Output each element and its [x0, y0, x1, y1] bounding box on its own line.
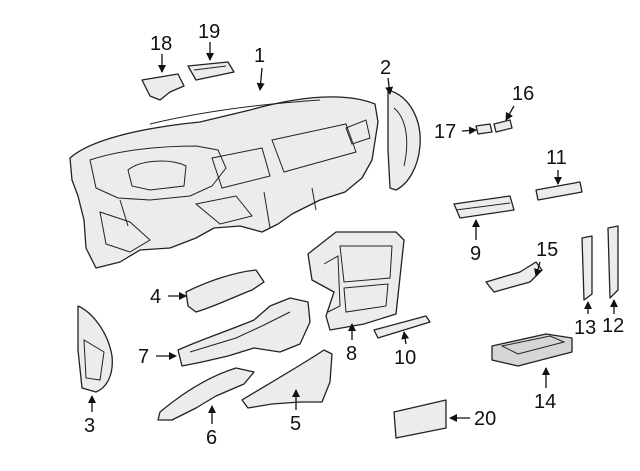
vent-19-part	[187, 61, 235, 81]
switch-17-part	[475, 123, 493, 135]
knee-bolster-part	[177, 297, 311, 367]
switch-16-part	[493, 119, 513, 133]
callout-11: 11	[546, 147, 567, 169]
cover-pad-part	[393, 399, 447, 439]
callout-leader-1	[256, 67, 265, 91]
callout-8: 8	[346, 343, 357, 365]
instrument-panel-part	[69, 96, 379, 269]
upper-column-cover-part	[185, 269, 265, 313]
bracket-part	[485, 261, 543, 293]
end-cover-left-detail	[83, 339, 105, 381]
callout-12: 12	[602, 315, 624, 337]
trim-plate-part	[535, 181, 583, 201]
pillar-trim-12-part	[607, 225, 619, 299]
end-cover-right-part	[387, 89, 421, 191]
callout-13: 13	[574, 317, 596, 339]
pillar-trim-13-part	[581, 235, 593, 301]
callout-10: 10	[394, 347, 416, 369]
ash-tray-part	[491, 333, 573, 367]
storage-pocket-part	[453, 195, 515, 219]
callout-3: 3	[84, 415, 95, 437]
callout-18: 18	[150, 33, 172, 55]
callout-leader-17	[461, 126, 477, 135]
lower-trim-panel-part	[241, 349, 333, 409]
callout-leader-15	[534, 261, 542, 277]
callout-17: 17	[434, 121, 456, 143]
end-cover-right-detail	[393, 107, 408, 167]
knee-bolster-detail	[189, 311, 291, 353]
callout-19: 19	[198, 21, 220, 43]
vent-19-detail	[193, 65, 227, 71]
callout-15: 15	[536, 239, 558, 261]
callout-1: 1	[254, 45, 265, 67]
callout-2: 2	[380, 57, 391, 79]
callout-4: 4	[150, 286, 161, 308]
vent-18-part	[141, 73, 185, 101]
storage-pocket-detail	[455, 202, 511, 211]
end-cover-left-part	[77, 305, 113, 393]
callout-5: 5	[290, 413, 301, 435]
lower-cover-part	[157, 367, 255, 421]
center-bracket-part	[307, 231, 405, 331]
callout-20: 20	[474, 408, 496, 430]
callout-14: 14	[534, 391, 556, 413]
callout-16: 16	[512, 83, 534, 105]
callout-6: 6	[206, 427, 217, 449]
callout-leader-10	[401, 331, 410, 345]
callout-7: 7	[138, 346, 149, 368]
trim-strip-part	[373, 315, 431, 339]
callout-leader-2	[385, 77, 394, 95]
callout-leader-16	[505, 105, 515, 121]
callout-9: 9	[470, 243, 481, 265]
